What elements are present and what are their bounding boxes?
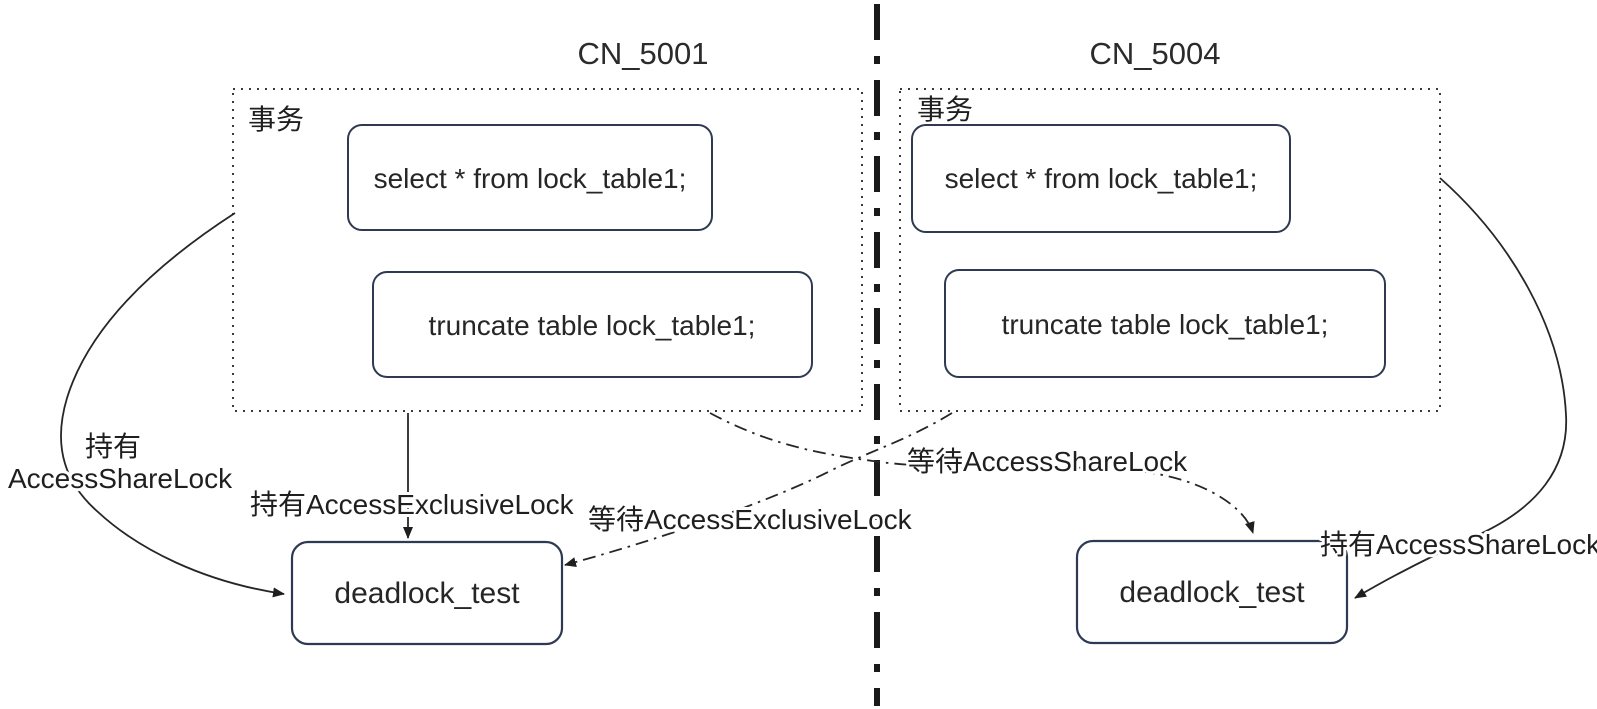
cn5004-title: CN_5004 bbox=[1090, 36, 1221, 71]
cn5001-transaction-label: 事务 bbox=[248, 104, 304, 135]
edge-waits-accessexclusivelock bbox=[564, 412, 953, 567]
cn5004-truncate-statement-box: truncate table lock_table1; bbox=[944, 269, 1386, 378]
label-right-holds-accesssharelock: 持有AccessShareLock bbox=[1320, 529, 1597, 560]
label-left-holds-accesssharelock-line2: AccessShareLock bbox=[8, 463, 233, 494]
cn5004-deadlock-test-text: deadlock_test bbox=[1119, 576, 1305, 609]
cn5004-select-statement-text: select * from lock_table1; bbox=[945, 163, 1258, 194]
cn5004-transaction-label: 事务 bbox=[917, 94, 973, 125]
cn5001-deadlock-test-text: deadlock_test bbox=[334, 577, 520, 610]
label-waits-accesssharelock: 等待AccessShareLock bbox=[907, 446, 1188, 477]
cn5001-truncate-statement-text: truncate table lock_table1; bbox=[429, 310, 756, 341]
label-waits-accessexclusivelock: 等待AccessExclusiveLock bbox=[588, 504, 913, 535]
cn5001-transaction-box bbox=[232, 88, 863, 412]
edge-right-holds-accesssharelock bbox=[1354, 177, 1568, 599]
edge-left-holds-accesssharelock bbox=[60, 212, 285, 598]
cn5001-truncate-statement-box: truncate table lock_table1; bbox=[372, 271, 813, 378]
cn5004-deadlock-test-box: deadlock_test bbox=[1075, 539, 1349, 645]
cn5001-title: CN_5001 bbox=[578, 36, 709, 71]
cn5001-select-statement-text: select * from lock_table1; bbox=[374, 163, 687, 194]
cn5004-select-statement-box: select * from lock_table1; bbox=[911, 124, 1291, 233]
cn5001-deadlock-test-box: deadlock_test bbox=[290, 540, 564, 646]
label-left-holds-accesssharelock-line1: 持有 bbox=[85, 431, 141, 462]
edge-waits-accesssharelock bbox=[709, 412, 1255, 534]
cn5004-truncate-statement-text: truncate table lock_table1; bbox=[1002, 309, 1329, 340]
label-holds-accessexclusivelock: 持有AccessExclusiveLock bbox=[250, 489, 575, 520]
cn5001-select-statement-box: select * from lock_table1; bbox=[347, 124, 713, 231]
